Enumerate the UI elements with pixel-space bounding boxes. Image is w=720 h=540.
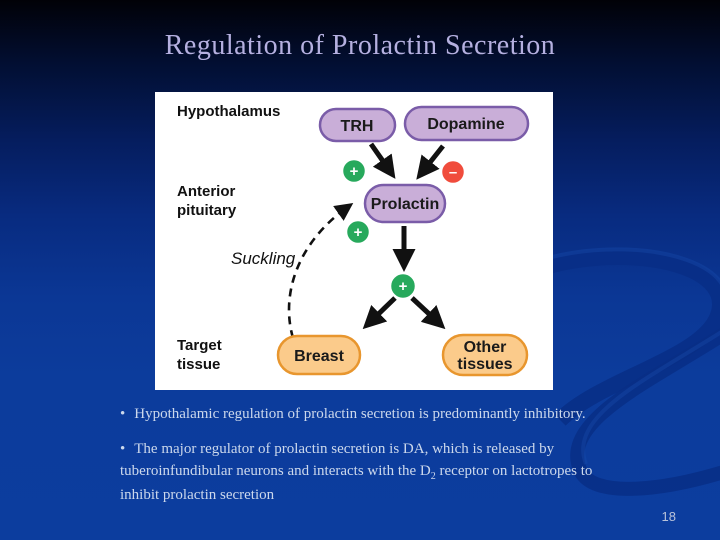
prolactin-regulation-diagram: Hypothalamus Anterior pituitary Target t… <box>155 92 553 390</box>
label-anterior-line2: pituitary <box>177 202 237 219</box>
plus-sign-suckling: + <box>354 224 363 241</box>
node-dopamine-pill <box>403 105 530 142</box>
arrow-dopamine-to-prolactin <box>416 144 445 180</box>
node-other-tissues-label-line1: Other <box>464 339 507 356</box>
label-suckling: Suckling <box>231 249 296 268</box>
arrow-suckling-to-prolactin <box>287 203 354 339</box>
label-hypothalamus: Hypothalamus <box>177 103 280 120</box>
plus-circle-trh <box>341 158 367 184</box>
bullet-2-text-part2: receptor on lactotropes to inhibit prola… <box>120 463 593 503</box>
minus-circle-dopamine <box>440 159 466 185</box>
label-anterior-line1: Anterior <box>177 183 236 200</box>
node-prolactin-label: Prolactin <box>371 196 439 213</box>
node-other-tissues-pill <box>441 333 529 377</box>
node-trh-pill <box>318 107 397 143</box>
bullet-list: • Hypothalamic regulation of prolactin se… <box>120 403 628 519</box>
label-target-line1: Target <box>177 337 222 354</box>
node-dopamine-label: Dopamine <box>427 116 504 133</box>
arrow-to-breast <box>362 296 397 330</box>
bullet-item-1: • Hypothalamic regulation of prolactin se… <box>120 403 628 426</box>
bullet-glyph: • <box>120 440 126 457</box>
plus-sign-target: + <box>399 278 408 295</box>
node-prolactin-pill <box>363 183 447 224</box>
bullet-1-text: Hypothalamic regulation of prolactin sec… <box>134 406 586 422</box>
slide-title: Regulation of Prolactin Secretion <box>164 30 556 61</box>
plus-circle-suckling <box>345 219 371 245</box>
arrow-to-other-tissues <box>410 296 446 330</box>
node-breast-pill <box>276 334 362 376</box>
node-breast-label: Breast <box>294 348 344 365</box>
minus-sign-dopamine: – <box>449 164 457 181</box>
bullet-2-text-part1: The major regulator of prolactin secreti… <box>120 440 555 480</box>
label-target-line2: tissue <box>177 356 220 373</box>
bullet-item-2: •The major regulator of prolactin secret… <box>120 438 628 507</box>
plus-circle-target <box>389 272 417 300</box>
plus-sign-trh: + <box>350 163 359 180</box>
node-trh-label: TRH <box>341 118 374 135</box>
bullet-glyph: • <box>120 406 126 422</box>
node-other-tissues-label-line2: tissues <box>457 356 512 373</box>
page-number: 18 <box>661 509 676 524</box>
bullet-2-subscript: 2 <box>430 471 436 482</box>
arrow-trh-to-prolactin <box>368 142 396 179</box>
